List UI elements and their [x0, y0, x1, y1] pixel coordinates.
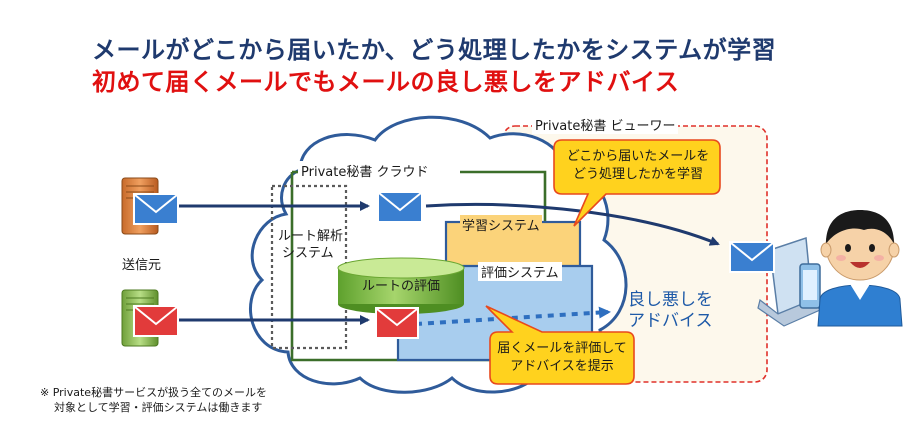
envelope-blue-cloud-icon: [377, 191, 423, 223]
callout-learning-line1: どこから届いたメールを: [566, 149, 710, 164]
route-analysis-label-2: システム: [282, 246, 334, 261]
evaluation-system-label: 評価システム: [478, 262, 562, 281]
callout-evaluation-line2: アドバイスを提示: [510, 359, 614, 374]
headline-line2: 初めて届くメールでもメールの良し悪しをアドバイス: [92, 68, 680, 96]
callout-learning: [553, 139, 721, 227]
callout-evaluation-line1: 届くメールを評価して: [497, 341, 627, 356]
callout-learning-line2: どう処理したかを学習: [572, 167, 703, 182]
cloud-label: Private秘書 クラウド: [298, 161, 432, 180]
learning-system-label: 学習システム: [460, 215, 542, 234]
headline-line1: メールがどこから届いたか、どう処理したかをシステムが学習: [92, 36, 777, 64]
footnote-line1: ※ Private秘書サービスが扱う全てのメールを: [40, 386, 268, 399]
footnote-line2: 対象として学習・評価システムは働きます: [54, 401, 263, 414]
route-analysis-label-1: ルート解析: [278, 229, 344, 244]
envelope-red-cloud-icon: [375, 307, 419, 339]
viewer-label: Private秘書 ビューワー: [532, 115, 679, 134]
arrow-to-user: [425, 203, 720, 246]
envelope-blue-sender-icon: [133, 193, 179, 225]
sender-label: 送信元: [122, 258, 162, 273]
route-eval-cylinder: [337, 257, 465, 314]
envelope-red-sender-icon: [133, 305, 179, 337]
route-eval-label: ルートの評価: [362, 279, 441, 294]
user-person-icon: [817, 210, 903, 327]
smartphone-icon: [799, 263, 821, 309]
advice-label-1: 良し悪しを: [628, 290, 713, 310]
route-analysis-box: [270, 184, 348, 350]
callout-evaluation: [485, 305, 635, 385]
advice-label-2: アドバイス: [628, 311, 713, 331]
envelope-blue-user-icon: [729, 241, 775, 273]
